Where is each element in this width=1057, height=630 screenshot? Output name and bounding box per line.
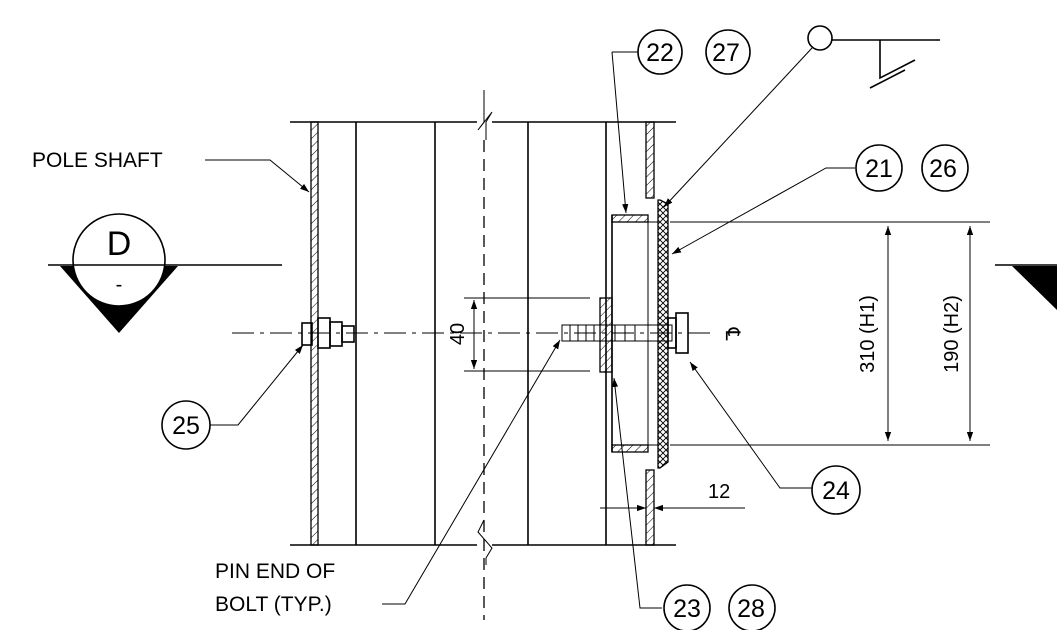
dimension-40: 40	[447, 297, 590, 372]
section-marker-d: D -	[48, 213, 282, 333]
callout-26: 26	[929, 155, 957, 183]
callout-24: 24	[689, 361, 861, 515]
pole-right-wall-upper	[645, 121, 655, 199]
callout-23-28: 23 28	[611, 377, 776, 630]
pin-end-label-group: PIN END OF BOLT (TYP.)	[215, 339, 561, 616]
break-symbol-top	[477, 90, 493, 140]
dimension-h2-label: 190 (H2)	[941, 295, 963, 373]
pole-shaft-label: POLE SHAFT	[32, 149, 163, 172]
dimension-h1-label: 310 (H1)	[857, 295, 879, 373]
section-letter: D	[107, 225, 132, 263]
callout-25-label: 25	[172, 412, 200, 440]
callout-22-27: 22 27	[611, 29, 751, 214]
pin-end-label-line1: PIN END OF	[215, 560, 335, 583]
section-arrow-right	[1012, 266, 1057, 310]
callout-23: 23	[673, 595, 701, 623]
pole-shaft-label-group: POLE SHAFT	[32, 149, 310, 193]
weld-symbol	[663, 25, 940, 208]
callout-24-label: 24	[822, 477, 850, 505]
bolt-backing-plate	[599, 297, 613, 373]
section-sub: -	[116, 274, 123, 296]
dimension-12: 12	[600, 470, 745, 520]
door-frame	[599, 199, 669, 469]
door-cover	[657, 199, 669, 469]
callout-28: 28	[737, 595, 765, 623]
grounding-nut	[301, 317, 355, 349]
callout-21: 21	[865, 155, 893, 183]
frame-top-flange	[611, 214, 649, 223]
callout-21-26: 21 26	[671, 144, 969, 255]
frame-bottom-flange	[611, 444, 649, 453]
pole-shaft-body	[290, 90, 676, 620]
pin-end-label-line2: BOLT (TYP.)	[215, 593, 332, 616]
break-symbol-bottom	[477, 519, 493, 565]
callout-22: 22	[646, 39, 674, 67]
pole-right-wall-lower	[645, 469, 655, 546]
dimension-12-label: 12	[708, 481, 730, 503]
centerline-symbol: ℄	[721, 327, 743, 341]
dimension-40-label: 40	[447, 323, 469, 345]
callout-25: 25	[161, 344, 304, 450]
dimension-heights: 310 (H1) 190 (H2)	[670, 221, 990, 446]
callout-27: 27	[712, 39, 740, 67]
section-marker-right	[995, 264, 1057, 310]
